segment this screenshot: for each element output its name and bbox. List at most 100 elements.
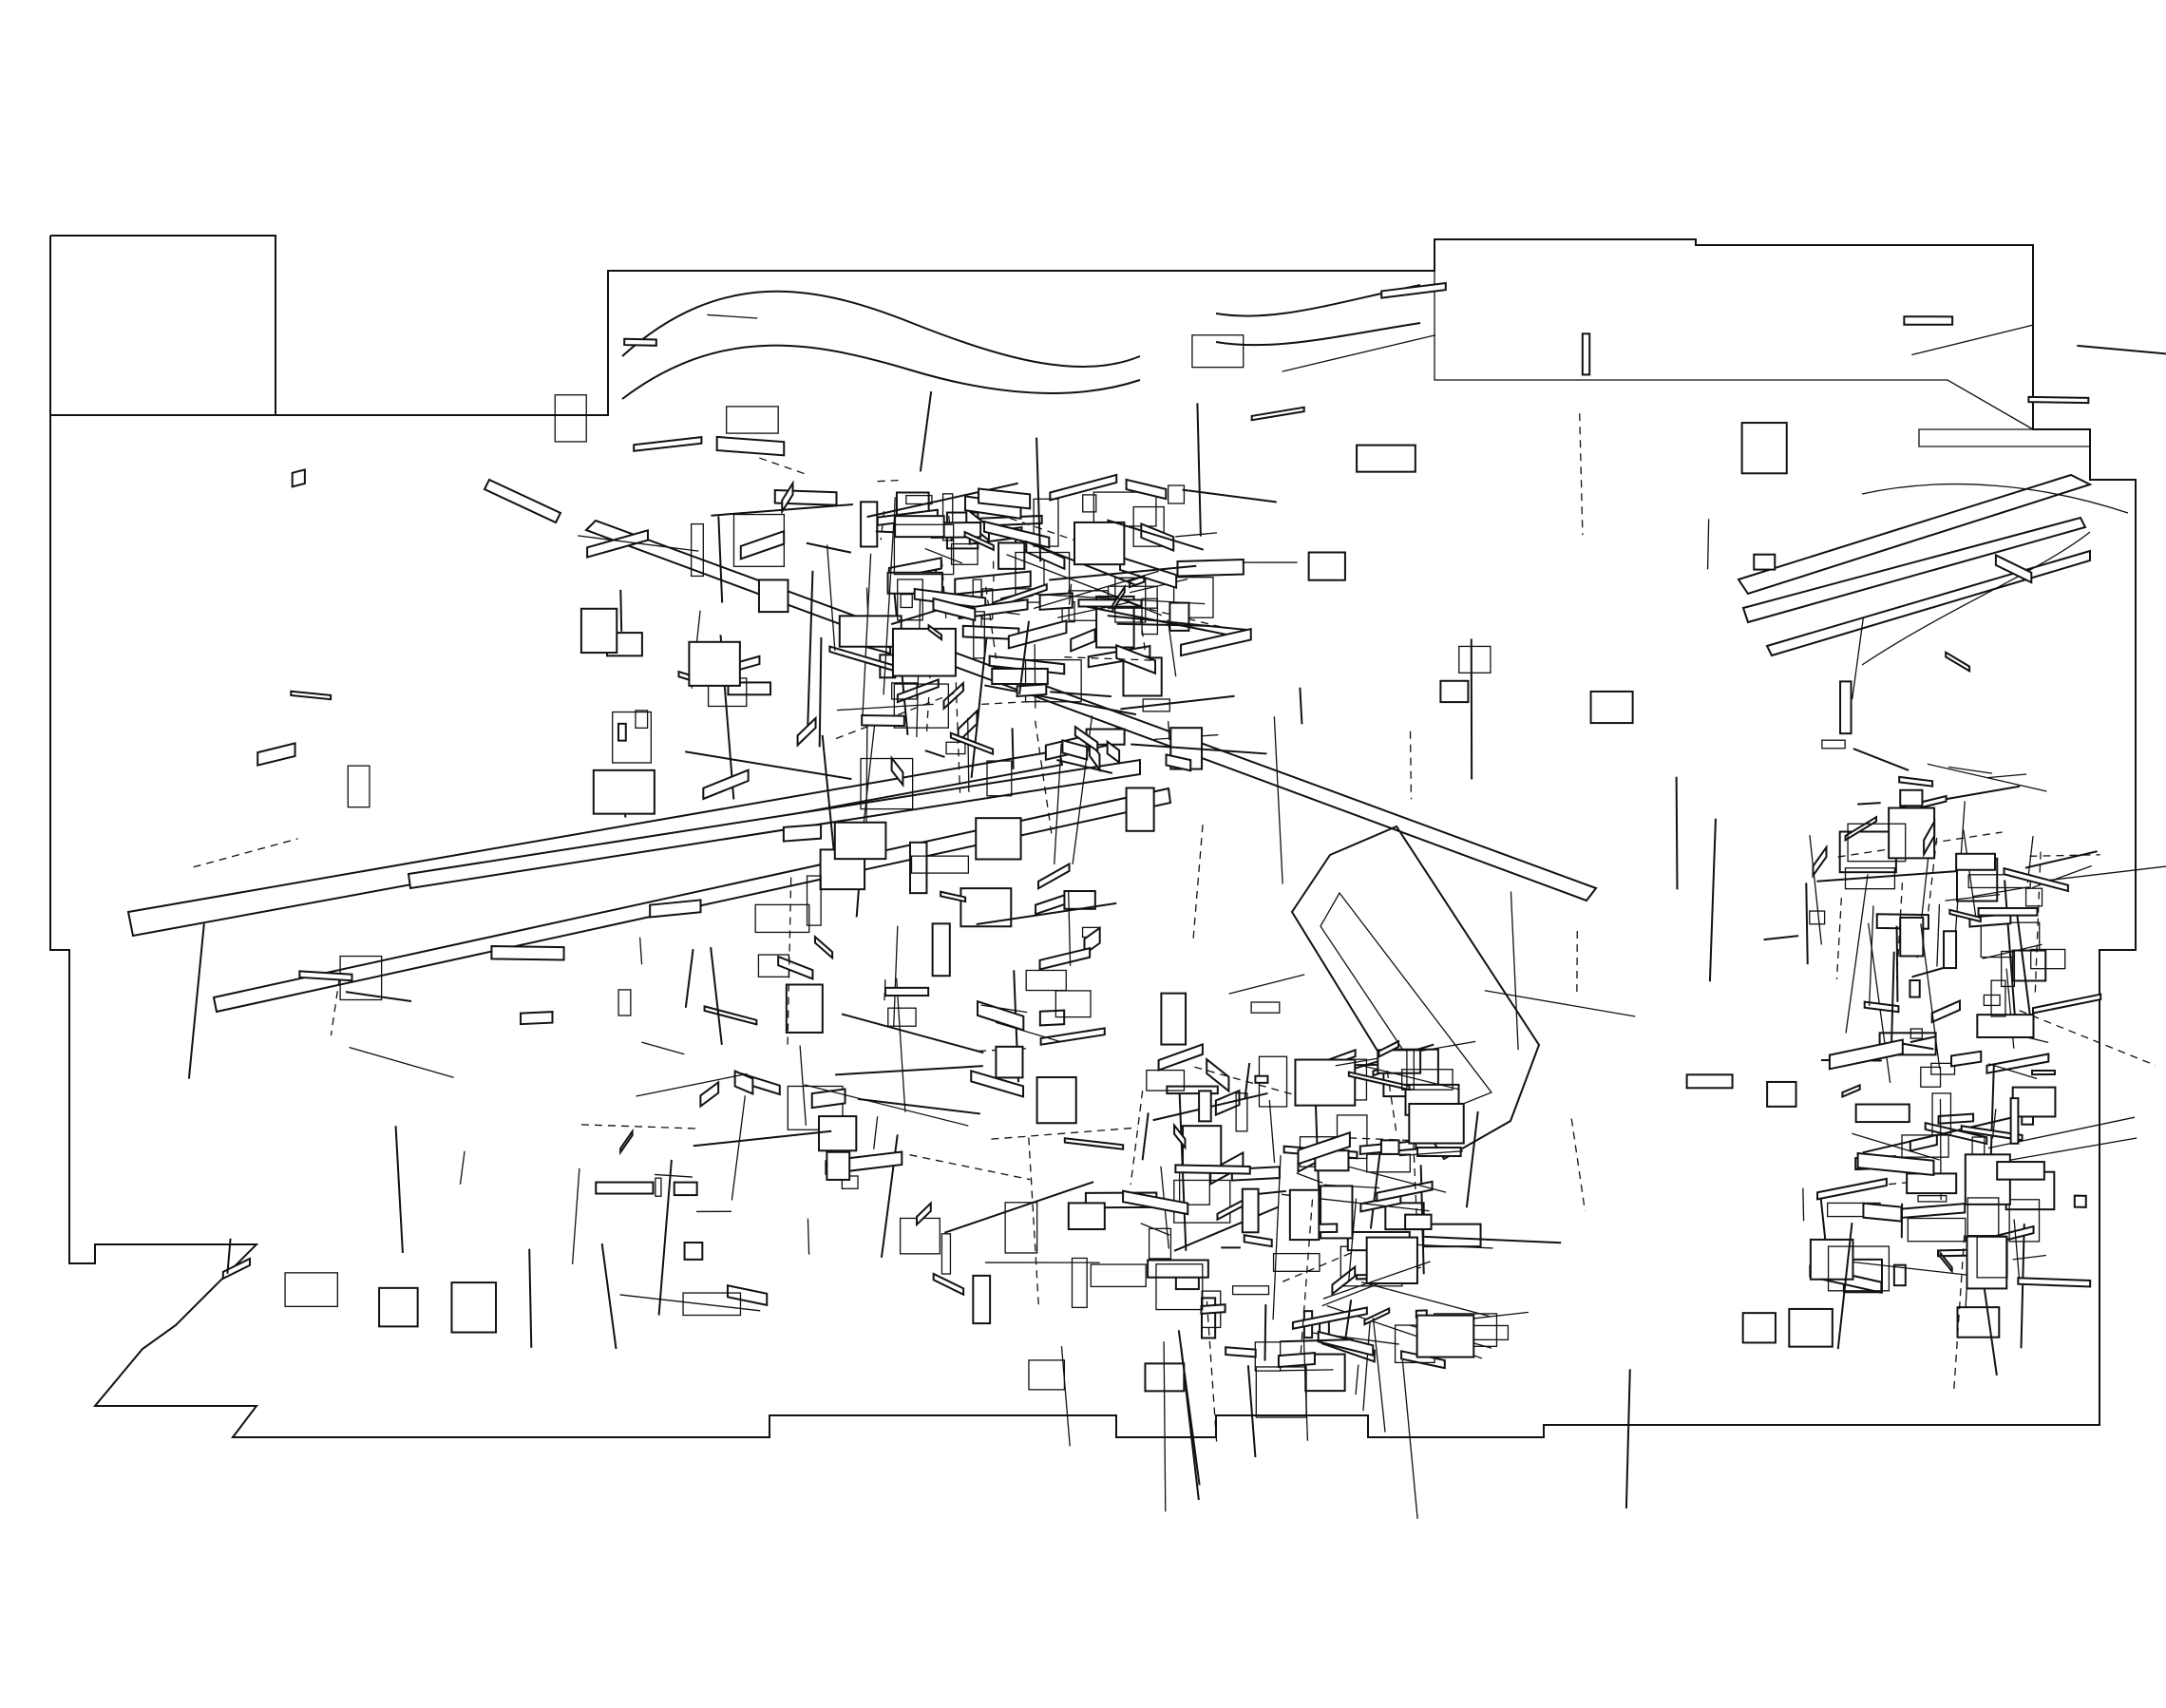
line-fragment: [349, 1046, 454, 1078]
box-fragment: [2000, 950, 2016, 988]
box-fragment: [1294, 1058, 1357, 1107]
plank-fragment: [649, 899, 702, 919]
plank-fragment: [1297, 1130, 1351, 1166]
plank-fragment: [1106, 739, 1121, 765]
line-fragment: [1036, 437, 1042, 562]
line-fragment: [1129, 578, 1188, 594]
plank-fragment: [796, 715, 817, 748]
box-fragment: [826, 1150, 851, 1181]
line-fragment: [600, 1243, 618, 1350]
box-fragment: [1148, 1227, 1172, 1260]
line-fragment: [1163, 1341, 1167, 1512]
plank-fragment: [1862, 1202, 1903, 1223]
line-fragment: [1948, 766, 1993, 774]
plank-fragment: [1063, 1137, 1125, 1150]
box-fragment: [1966, 1197, 2000, 1237]
box-fragment: [833, 821, 887, 861]
line-fragment: [1359, 1064, 1460, 1091]
box-fragment: [612, 711, 653, 764]
box-fragment: [931, 922, 951, 977]
box-fragment: [891, 627, 957, 677]
box-fragment: [818, 1115, 858, 1152]
line-fragment: [1322, 1261, 1431, 1300]
line-fragment: [873, 1116, 879, 1149]
box-fragment: [1821, 739, 1846, 750]
line-fragment: [1424, 1235, 1562, 1244]
line-fragment: [1763, 935, 1799, 941]
plank-fragment: [949, 731, 995, 756]
box-fragment: [635, 710, 649, 730]
line-fragment: [924, 547, 963, 564]
line-fragment: [1857, 802, 1881, 806]
box-fragment: [1092, 491, 1157, 527]
line-fragment: [890, 609, 937, 626]
plank-fragment: [1277, 1352, 1316, 1369]
box-fragment: [1288, 1188, 1320, 1242]
line-fragment: [1194, 1066, 1294, 1095]
line-fragment: [1064, 656, 1158, 661]
box-fragment: [1844, 867, 1896, 890]
plank-fragment: [983, 520, 1051, 549]
box-fragment: [1899, 916, 1925, 958]
line-fragment: [944, 1181, 1094, 1234]
box-fragment: [910, 855, 970, 874]
line-fragment: [330, 977, 340, 1036]
line-fragment: [967, 717, 970, 792]
box-fragment: [1416, 1314, 1475, 1358]
plank-fragment: [221, 1257, 252, 1281]
line-fragment: [1805, 882, 1809, 965]
plank-fragment: [290, 690, 332, 701]
box-fragment: [1272, 1252, 1320, 1272]
plank-fragment: [1937, 1112, 1975, 1125]
plank-fragment: [1841, 1083, 1861, 1099]
plank-fragment: [2031, 993, 2102, 1015]
line-fragment: [641, 1041, 685, 1055]
plank-fragment: [1930, 999, 1961, 1024]
line-fragment: [1054, 743, 1062, 864]
box-fragment: [580, 607, 618, 655]
plank-fragment: [1903, 315, 1954, 326]
line-fragment: [807, 570, 814, 732]
drawing-fragments: [187, 281, 2166, 1519]
box-fragment: [900, 594, 913, 609]
plank-fragment: [1206, 1057, 1230, 1093]
line-fragment: [193, 838, 298, 868]
plank-fragment: [1363, 1306, 1391, 1326]
box-fragment: [1416, 1147, 1462, 1158]
box-fragment: [838, 615, 902, 648]
box-fragment: [991, 667, 1049, 686]
line-fragment: [1936, 903, 1941, 967]
line-fragment: [1570, 1118, 1586, 1212]
line-fragment: [1168, 721, 1170, 741]
box-fragment: [1254, 1074, 1269, 1084]
line-fragment: [865, 715, 868, 843]
line-fragment: [818, 636, 823, 748]
plank-fragment: [1948, 908, 1982, 923]
line-fragment: [1107, 615, 1247, 632]
line-fragment: [1130, 1091, 1144, 1186]
line-fragment: [806, 541, 852, 554]
line-fragment: [995, 1021, 1060, 1042]
line-fragment: [919, 390, 933, 472]
line-fragment: [580, 1124, 699, 1129]
box-fragment: [284, 1272, 338, 1307]
plank-fragment: [2003, 866, 2069, 893]
plank-fragment: [1960, 1125, 2024, 1142]
plank-fragment: [1816, 1177, 1888, 1201]
plank-fragment: [1070, 627, 1096, 653]
line-fragment: [2024, 850, 2098, 869]
box-fragment: [787, 1085, 844, 1130]
line-fragment: [759, 457, 809, 476]
box-fragment: [757, 579, 789, 614]
line-fragment: [976, 901, 1117, 926]
line-fragment: [1344, 1300, 1353, 1341]
plank-fragment: [739, 529, 786, 560]
box-fragment: [1054, 990, 1092, 1018]
box-fragment: [1955, 852, 1996, 871]
box-fragment: [655, 1177, 662, 1197]
box-fragment: [1906, 1172, 1958, 1195]
line-fragment: [1852, 1132, 1940, 1161]
plank-fragment: [1122, 1189, 1189, 1216]
plank-fragment: [1317, 1330, 1375, 1357]
box-fragment: [1125, 787, 1155, 832]
